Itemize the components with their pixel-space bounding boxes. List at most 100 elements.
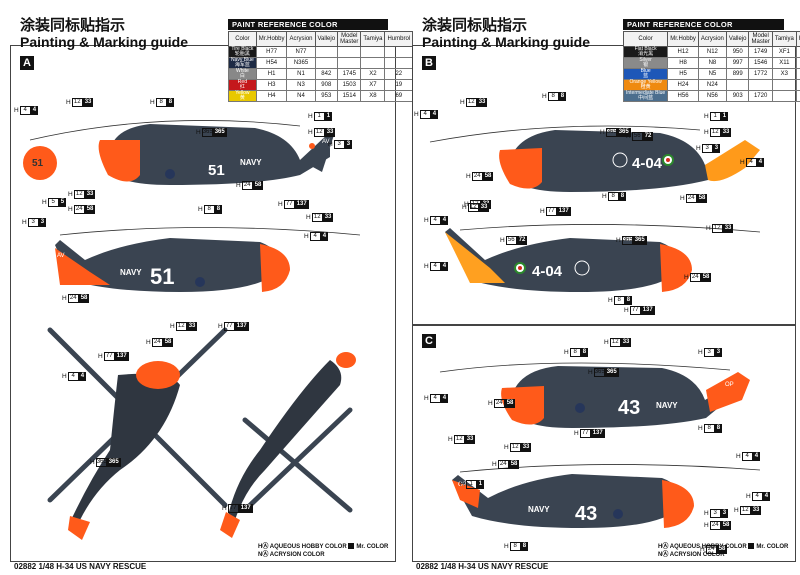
callout-hobby-code: 4: [745, 158, 757, 167]
callout-mr-code: 4: [440, 262, 449, 271]
callout-prefix: H: [540, 208, 545, 215]
callout-mr-code: 58: [78, 294, 90, 303]
callout-mr-code: 33: [520, 443, 532, 452]
callout-hobby-code: 8: [203, 205, 215, 214]
callout-hobby-code: 12: [71, 98, 83, 107]
legend-acrysion: NⒶ ACRYSION COLOR: [258, 552, 325, 558]
callout-prefix: H: [460, 99, 465, 106]
callout-mr-code: 1: [720, 112, 729, 121]
callout-mr-code: 4: [320, 232, 329, 241]
callout-prefix: H: [150, 99, 155, 106]
nose-number-left: 51: [208, 162, 225, 179]
callout-hobby-code: 12: [509, 443, 521, 452]
ref-cell-acry: N12: [697, 46, 727, 58]
callout-prefix: H: [198, 206, 203, 213]
callout-hobby-code: 4: [19, 106, 31, 115]
callout-mr-code: 137: [640, 306, 655, 315]
callout-mr-code: 58: [716, 545, 728, 554]
legend-square-icon: [348, 543, 355, 550]
callout-prefix: H: [218, 323, 223, 330]
svg-text:43: 43: [618, 397, 640, 419]
callout-mr-code: 8: [714, 424, 723, 433]
callout-hobby-code: 12: [711, 224, 723, 233]
callout-hobby-code: 12: [453, 435, 465, 444]
callout-mr-code: 8: [580, 348, 589, 357]
callout-mr-code: 3: [344, 140, 353, 149]
callout-prefix: H: [626, 133, 631, 140]
callout-prefix: H: [698, 425, 703, 432]
callout-mr-code: 8: [214, 205, 223, 214]
legend-square-icon: [748, 543, 755, 550]
callout-mr-code: 58: [508, 460, 520, 469]
callout-hobby-code: 8: [569, 348, 581, 357]
ref-cell-acry: N4: [286, 90, 316, 102]
callout-hobby-code: 8: [613, 296, 625, 305]
callout-hobby-code: 24: [497, 460, 509, 469]
callout-mr-code: 3: [712, 144, 721, 153]
ref-cell-tamiya: [771, 90, 797, 102]
paint-ref-title: PAINT REFERENCE COLOR: [623, 19, 784, 30]
callout-prefix: H: [196, 129, 201, 136]
legend-acrysion: NⒶ ACRYSION COLOR: [658, 552, 725, 558]
callout-mr-code: 365: [604, 368, 619, 377]
callout-mr-code: 365: [212, 128, 227, 137]
callout-hobby-code: 12: [467, 203, 479, 212]
callout-hobby-code: 8: [155, 98, 167, 107]
callout-mr-code: 72: [516, 236, 528, 245]
callout-mr-code: 8: [558, 92, 567, 101]
callout-prefix: H: [684, 274, 689, 281]
callout-mr-code: 4: [440, 394, 449, 403]
callout-hobby-code: 12: [609, 338, 621, 347]
callout-hobby-code: 8: [509, 542, 521, 551]
callout-hobby-code: 365: [605, 128, 617, 137]
callout-hobby-code: 8: [547, 92, 559, 101]
callout-hobby-code: 1: [465, 480, 477, 489]
callout-mr-code: 33: [720, 128, 732, 137]
callout-prefix: H: [68, 206, 73, 213]
svg-text:NAVY: NAVY: [528, 505, 550, 514]
callout-prefix: H: [564, 349, 569, 356]
callout-hobby-code: 77: [223, 322, 235, 331]
callout-mr-code: 8: [166, 98, 175, 107]
callout-hobby-code: 24: [151, 338, 163, 347]
callout-prefix: H: [222, 505, 227, 512]
callout-hobby-code: 365: [621, 236, 633, 245]
callout-hobby-code: 3: [701, 144, 713, 153]
callout-mr-code: 5: [58, 198, 67, 207]
callout-prefix: H: [706, 225, 711, 232]
callout-mr-code: 8: [624, 296, 633, 305]
callout-mr-code: 137: [556, 207, 571, 216]
callout-mr-code: 4: [756, 158, 765, 167]
callout-hobby-code: 77: [545, 207, 557, 216]
callout-prefix: H: [414, 111, 419, 118]
ref-cell-acry: N56: [697, 90, 727, 102]
callout-mr-code: 3: [720, 509, 729, 518]
callout-prefix: H: [488, 400, 493, 407]
callout-hobby-code: 77: [283, 200, 295, 209]
